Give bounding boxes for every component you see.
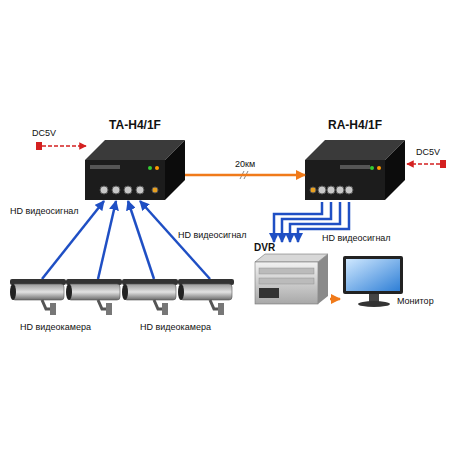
signal-label: HD видеокамера: [140, 322, 211, 332]
monitor-unit: [343, 256, 403, 307]
signal-label: HD видеосигнал: [322, 233, 391, 243]
power-plug: [36, 142, 42, 150]
device-label: Монитор: [397, 296, 434, 306]
device-node: DVR: [250, 242, 330, 306]
signal-label: DC5V: [416, 147, 440, 157]
hd-cameras: [10, 279, 234, 315]
device-node: Монитор: [340, 252, 445, 310]
device-node: RA-H4/1F: [305, 118, 405, 202]
transmitter-device: [85, 140, 185, 200]
edge-label: 20км: [235, 159, 255, 169]
power-plug: [440, 160, 446, 168]
power-arrow: [42, 145, 86, 147]
signal-connector: [185, 175, 305, 176]
signal-label: DC5V: [32, 128, 56, 138]
receiver-device: [305, 140, 405, 200]
signal-label: HD видеосигнал: [178, 230, 247, 240]
device-label: RA-H4/1F: [305, 118, 405, 132]
signal-label: HD видеосигнал: [10, 206, 79, 216]
dvr-unit: [255, 254, 328, 304]
signal-connector: [330, 299, 340, 300]
device-label: DVR: [254, 242, 275, 253]
device-node: TA-H4/1F: [85, 118, 185, 202]
signal-label: HD видеокамера: [20, 322, 91, 332]
device-label: TA-H4/1F: [85, 118, 185, 132]
power-arrow: [407, 163, 440, 165]
